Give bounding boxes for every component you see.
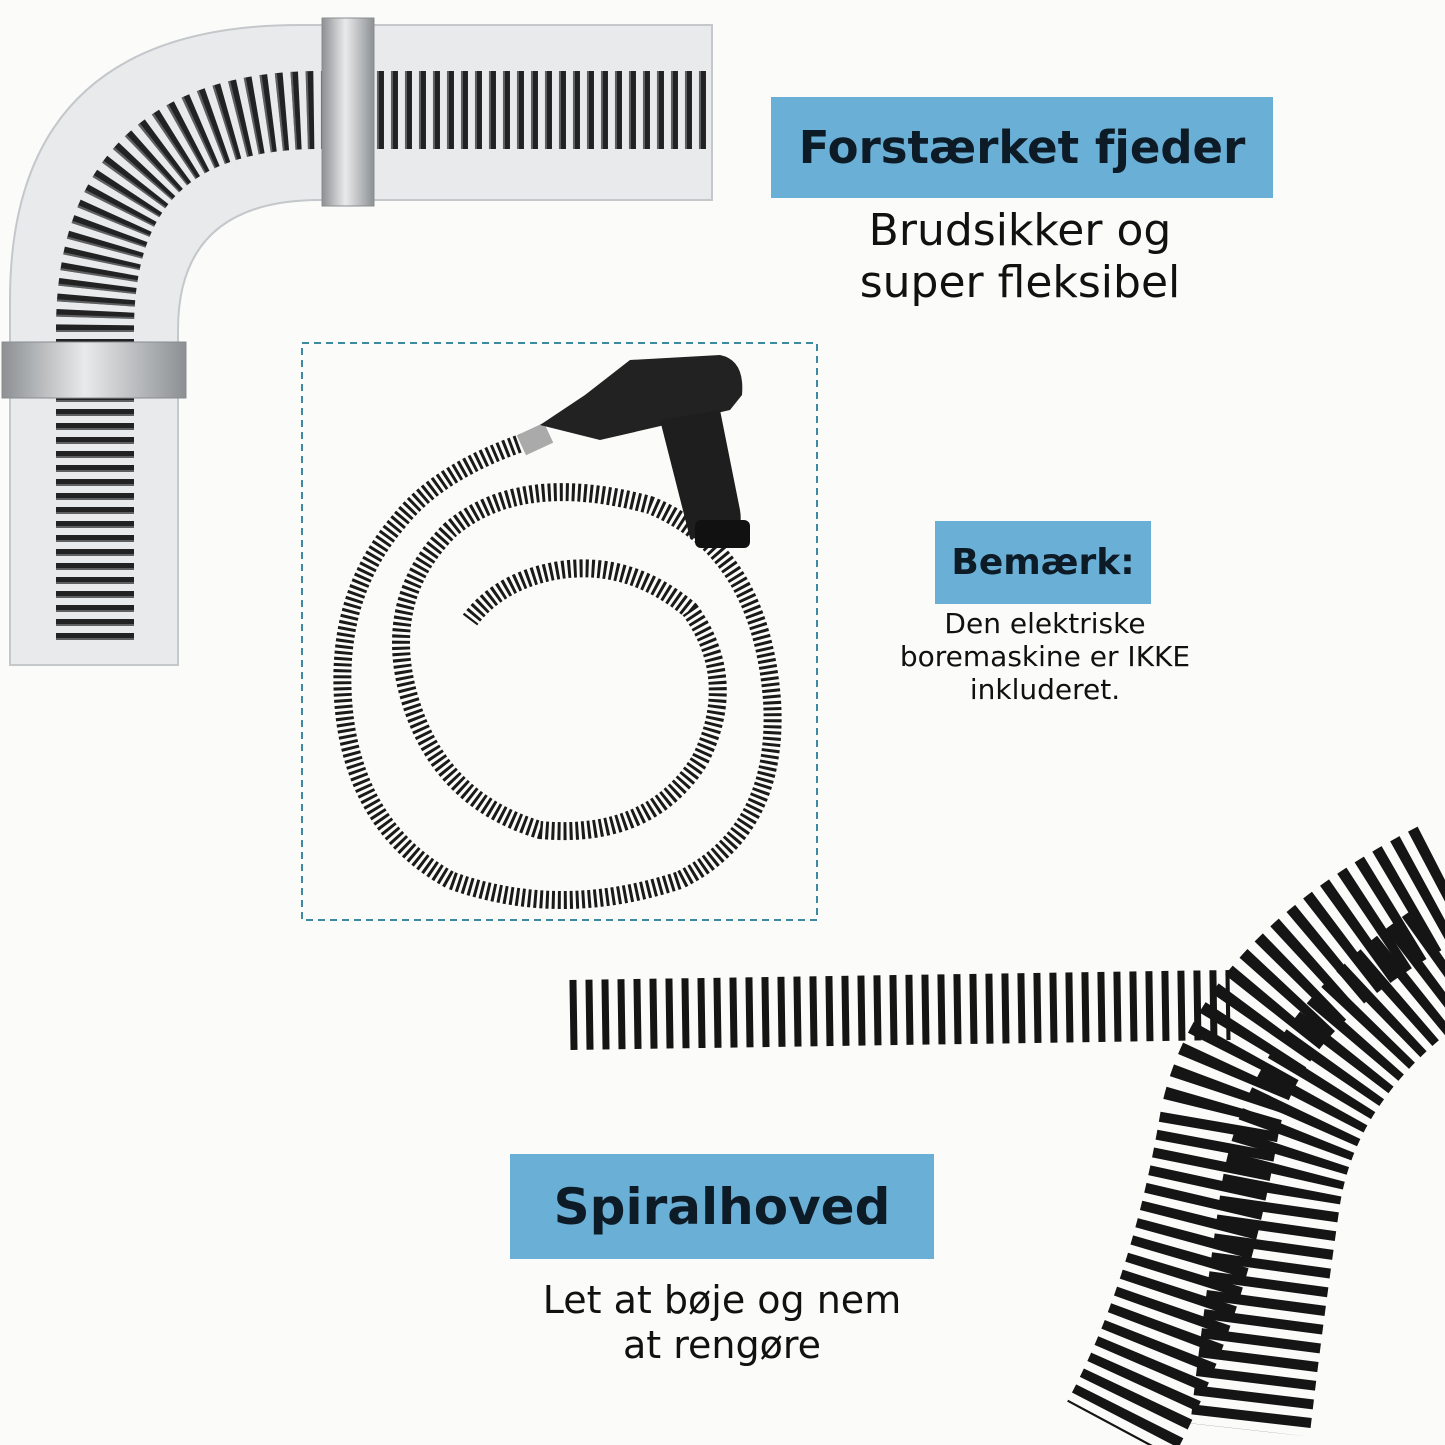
pipe-collar — [321, 17, 375, 207]
feature-description-spiral-head: Let at bøje og nem at rengøre — [490, 1278, 954, 1368]
note-heading: Bemærk: — [935, 521, 1151, 604]
feature-description-line: super fleksibel — [859, 256, 1181, 308]
pipe-collar — [1, 341, 187, 399]
drill-icon — [516, 355, 750, 548]
pipe-elbow — [1, 17, 713, 666]
feature-description-line: Let at bøje og nem — [542, 1278, 902, 1322]
spiral-head-cable — [569, 826, 1445, 1445]
coiled-cable — [333, 431, 782, 909]
feature-heading-spiral-head: Spiralhoved — [510, 1154, 934, 1259]
feature-description-line: at rengøre — [622, 1322, 822, 1367]
note-line: Den elektriske — [944, 607, 1146, 640]
feature-description-reinforced-spring: Brudsikker og super fleksibel — [800, 205, 1240, 309]
note-line: boremaskine er IKKE — [899, 640, 1191, 674]
feature-description-line: Brudsikker og — [868, 205, 1172, 256]
note-line: inkluderet. — [969, 673, 1121, 707]
spring-in-pipe — [56, 71, 712, 640]
feature-heading-reinforced-spring: Forstærket fjeder — [771, 97, 1273, 198]
product-frame — [301, 342, 818, 921]
note-text: Den elektriske boremaskine er IKKE inklu… — [860, 607, 1230, 706]
